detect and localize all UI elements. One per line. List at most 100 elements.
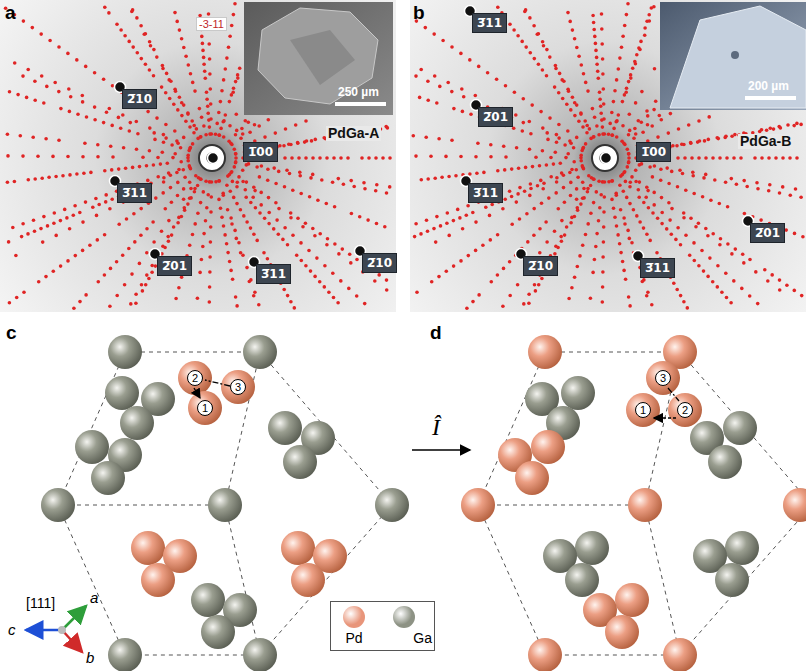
- laue-spot: [74, 254, 78, 258]
- laue-spot: [81, 100, 85, 104]
- laue-spot: [619, 208, 623, 212]
- laue-spot: [237, 175, 241, 179]
- laue-spot: [575, 187, 579, 191]
- laue-spot: [311, 156, 315, 160]
- laue-spot: [559, 235, 563, 239]
- laue-spot: [742, 179, 746, 183]
- laue-spot: [236, 76, 240, 80]
- laue-spot: [529, 51, 533, 55]
- laue-spot: [602, 225, 606, 229]
- laue-spot: [642, 226, 646, 230]
- laue-spot: [374, 156, 378, 160]
- laue-spot: [560, 219, 564, 223]
- laue-spot: [202, 63, 206, 67]
- laue-spot: [161, 244, 165, 248]
- laue-spot: [308, 195, 312, 199]
- laue-spot: [713, 178, 717, 182]
- laue-spot: [220, 89, 224, 93]
- laue-spot: [235, 202, 239, 206]
- laue-spot: [689, 216, 693, 220]
- laue-spot: [618, 183, 622, 187]
- laue-spot: [426, 177, 430, 181]
- laue-spot: [656, 135, 660, 139]
- laue-spot: [748, 294, 752, 298]
- legend-text: Pd: [345, 630, 362, 646]
- laue-spot: [647, 206, 651, 210]
- laue-spot: [388, 185, 392, 189]
- laue-spot: [789, 193, 793, 197]
- laue-spot: [732, 156, 736, 160]
- laue-spot: [11, 226, 15, 230]
- laue-spot: [504, 84, 508, 88]
- laue-spot: [592, 28, 596, 32]
- laue-spot: [144, 283, 148, 287]
- laue-spot: [766, 279, 770, 283]
- laue-spot: [701, 195, 705, 199]
- laue-spot: [375, 222, 379, 226]
- laue-spot: [735, 183, 739, 187]
- laue-spot: [632, 137, 636, 141]
- site-number: 2: [677, 402, 693, 418]
- laue-spot: [362, 181, 366, 185]
- laue-spot: [579, 159, 583, 163]
- laue-spot: [597, 219, 601, 223]
- laue-spot: [715, 136, 719, 140]
- laue-spot: [557, 91, 561, 95]
- laue-spot: [239, 251, 243, 255]
- laue-spot: [640, 162, 644, 166]
- laue-spot: [525, 212, 529, 216]
- laue-spot: [232, 86, 236, 90]
- laue-spot: [676, 226, 680, 230]
- laue-spot: [156, 156, 160, 160]
- laue-spot: [581, 125, 585, 129]
- laue-spot: [577, 55, 581, 59]
- laue-spot: [224, 67, 228, 71]
- laue-spot: [557, 123, 561, 127]
- laue-spot: [630, 175, 634, 179]
- laue-spot: [206, 104, 210, 108]
- laue-spot: [231, 278, 235, 282]
- laue-spot: [155, 116, 159, 120]
- laue-spot: [651, 175, 655, 179]
- laue-spot: [214, 133, 218, 137]
- laue-spot: [166, 235, 170, 239]
- laue-spot: [477, 293, 481, 297]
- laue-spot: [607, 133, 611, 137]
- laue-spot: [568, 20, 572, 24]
- laue-spot: [228, 35, 232, 39]
- laue-spot: [613, 215, 617, 219]
- laue-spot: [103, 273, 107, 277]
- laue-spot: [523, 10, 527, 14]
- pd-atom: [291, 563, 325, 597]
- laue-spot: [648, 239, 652, 243]
- laue-spot: [420, 178, 424, 182]
- ga-atom: [191, 583, 225, 617]
- scale-bar: [335, 102, 386, 106]
- miller-index: 2̅01: [755, 226, 780, 240]
- laue-spot: [139, 207, 143, 211]
- laue-spot: [133, 240, 137, 244]
- laue-spot: [40, 176, 44, 180]
- laue-spot: [134, 293, 138, 297]
- laue-spot: [13, 180, 17, 184]
- laue-spot: [178, 95, 182, 99]
- laue-spot: [734, 247, 738, 251]
- laue-spot: [529, 187, 533, 191]
- laue-spot: [682, 216, 686, 220]
- laue-spot: [554, 191, 558, 195]
- laue-spot: [541, 126, 545, 130]
- laue-spot: [579, 111, 583, 115]
- pd-atom: [605, 615, 639, 649]
- laue-spot: [566, 152, 570, 156]
- laue-spot: [425, 218, 429, 222]
- laue-spot: [434, 240, 438, 244]
- laue-spot: [614, 120, 618, 124]
- laue-spot: [593, 116, 597, 120]
- laue-spot: [474, 249, 478, 253]
- laue-spot: [41, 240, 45, 244]
- laue-spot: [245, 220, 249, 224]
- laue-spot: [193, 187, 197, 191]
- laue-spot: [724, 134, 728, 138]
- laue-spot: [795, 122, 799, 126]
- laue-spot: [689, 141, 693, 145]
